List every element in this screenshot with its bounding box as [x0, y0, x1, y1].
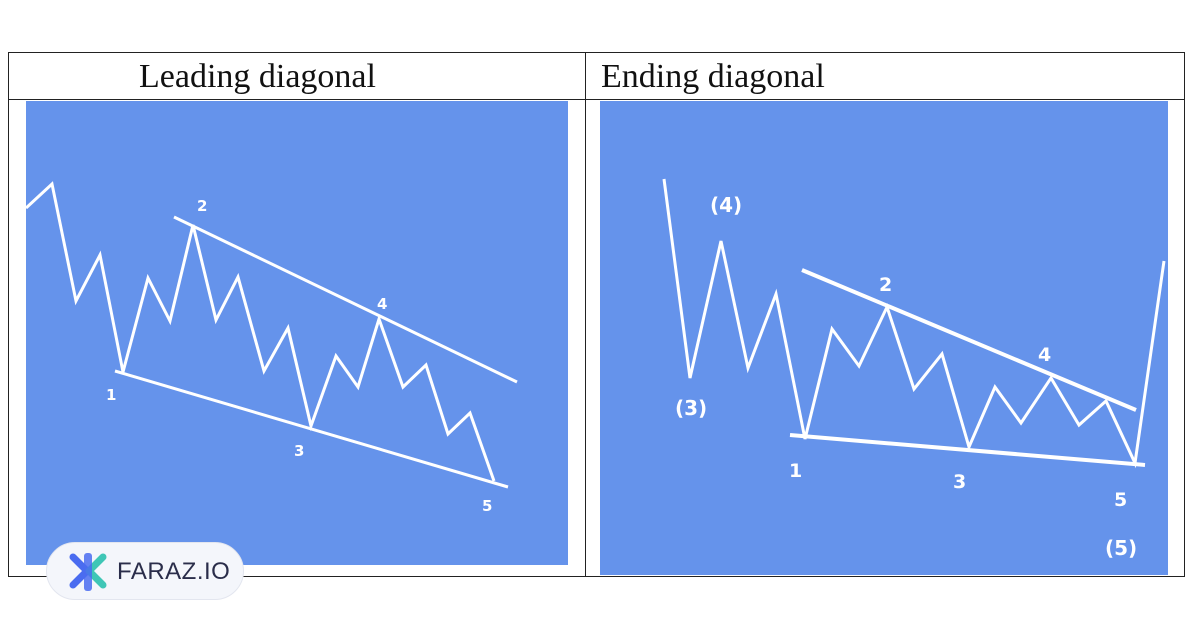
leading-diagonal-diagram: 1 2 3 4 5 [26, 101, 568, 565]
ending-wave-label-p5: (5) [1105, 536, 1137, 560]
ending-wave-path [662, 178, 1166, 469]
ending-wave-label-p4: (4) [710, 193, 742, 217]
ending-lower-trendline [789, 433, 1146, 467]
leading-lower-trendline [114, 369, 509, 489]
leading-wave-label-5: 5 [482, 497, 492, 515]
ending-wave-label-3: 3 [953, 471, 966, 493]
leading-wave-label-2: 2 [197, 197, 207, 215]
ending-wave-label-p3: (3) [675, 396, 707, 420]
column-divider [585, 53, 586, 576]
ending-wave-label-5: 5 [1114, 489, 1127, 511]
comparison-table: Leading diagonal Ending diagonal [8, 52, 1185, 577]
header-leading-diagonal: Leading diagonal [139, 58, 376, 95]
leading-wave-label-3: 3 [294, 442, 304, 460]
ending-upper-trendline [801, 268, 1137, 412]
header-divider [9, 99, 1184, 100]
faraz-watermark: FARAZ.IO [46, 542, 244, 600]
ending-wave-label-2: 2 [879, 274, 892, 296]
faraz-logo-icon [69, 553, 107, 591]
header-ending-diagonal: Ending diagonal [601, 58, 825, 95]
ending-panel-background [600, 101, 1168, 575]
leading-wave-path [26, 181, 496, 482]
leading-wave-label-1: 1 [106, 386, 116, 404]
leading-wave-label-4: 4 [377, 295, 387, 313]
ending-diagonal-diagram: (4) (3) 1 2 3 4 5 (5) [600, 101, 1168, 575]
watermark-text: FARAZ.IO [117, 558, 231, 585]
leading-upper-trendline [173, 215, 518, 384]
ending-wave-label-4: 4 [1038, 344, 1051, 366]
leading-panel-background [26, 101, 568, 565]
ending-wave-label-1: 1 [789, 460, 802, 482]
